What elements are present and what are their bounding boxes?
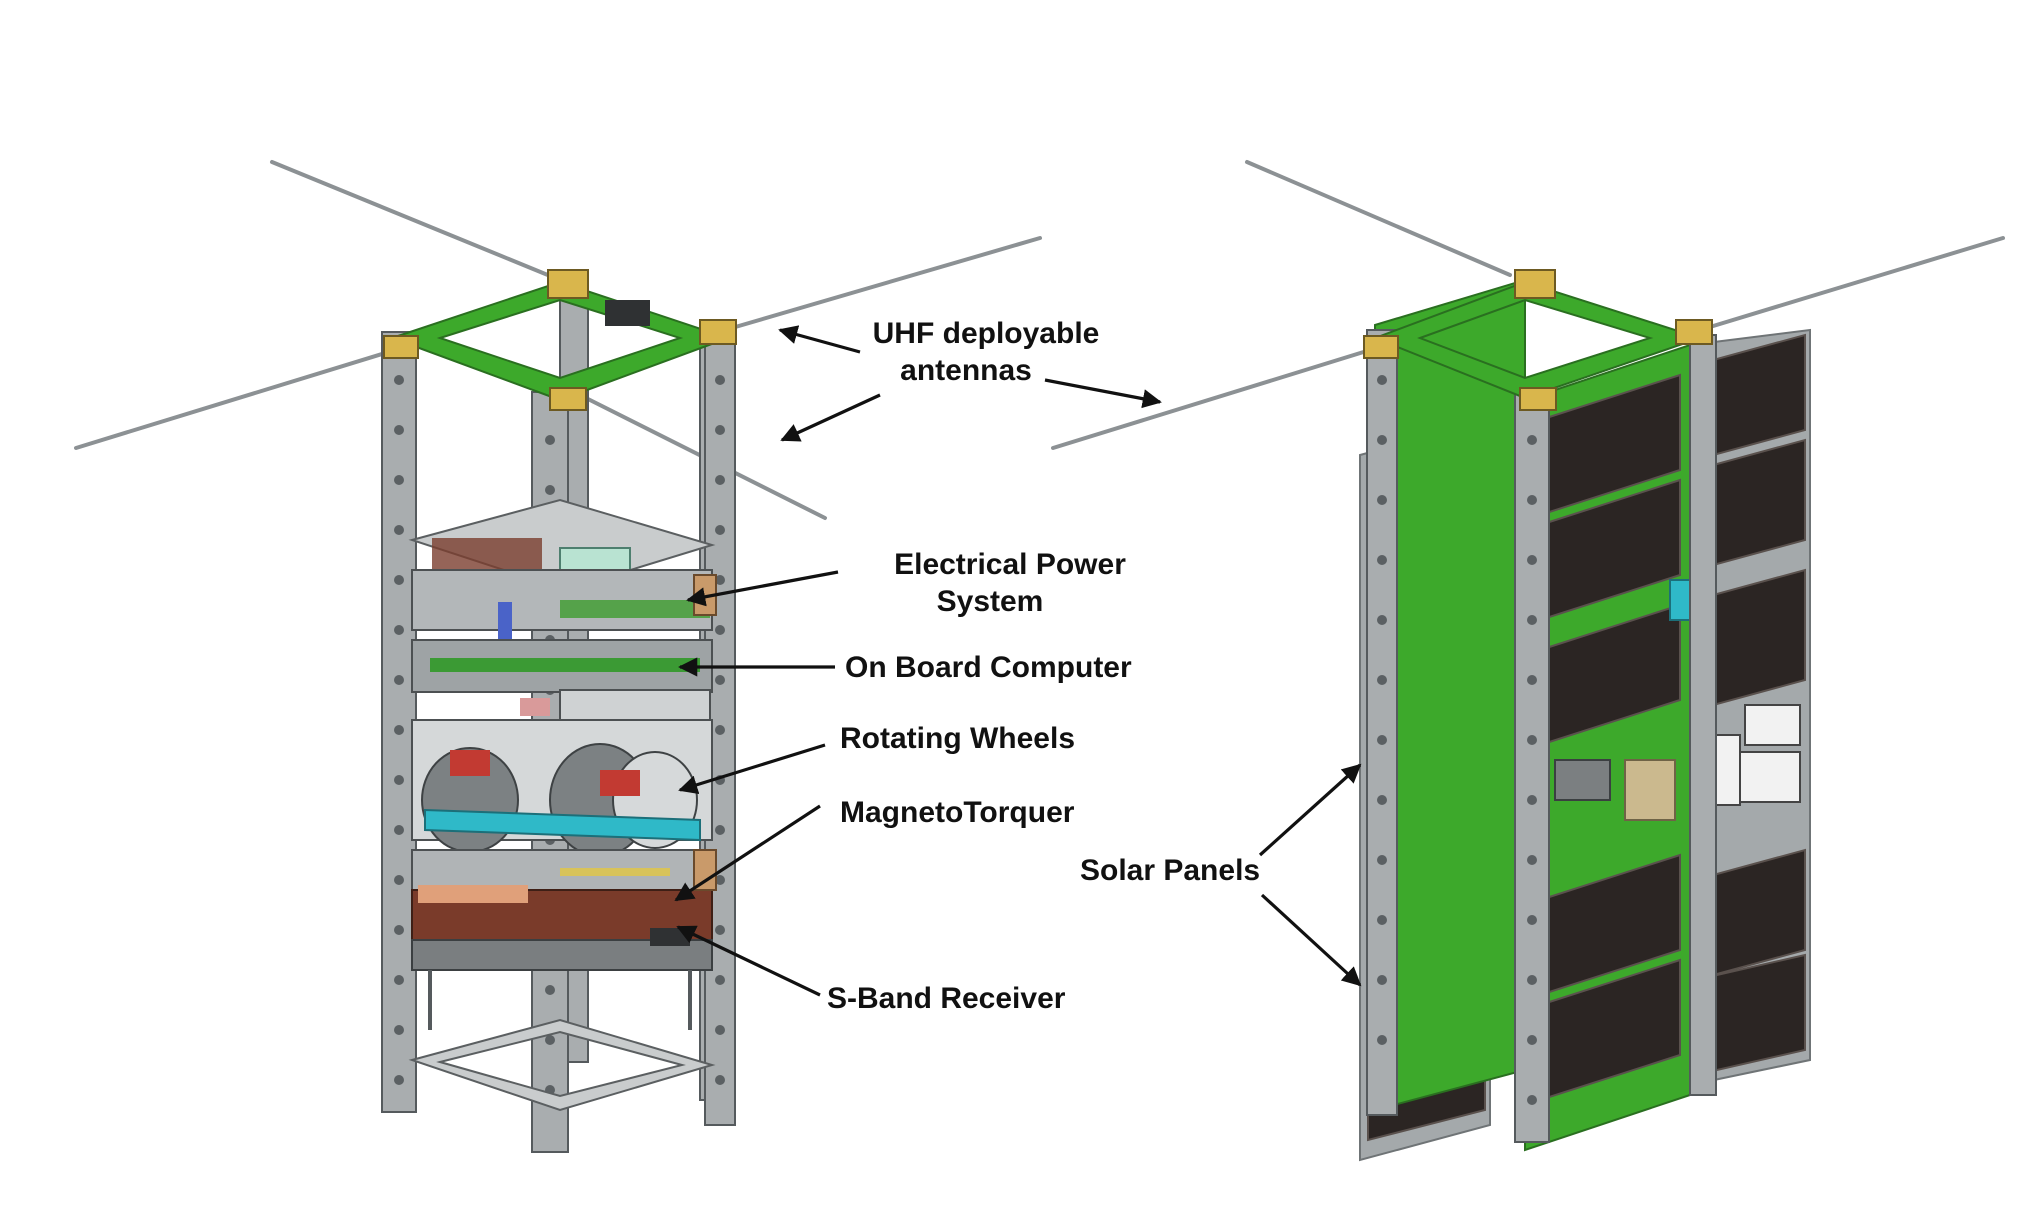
arrow-magnetorquer xyxy=(674,804,821,902)
left-uhf-antennas xyxy=(74,160,1042,520)
arrow-uhf-right xyxy=(1044,378,1162,409)
open-frame-cubesat xyxy=(74,160,1042,1153)
arrow-uhf-up xyxy=(778,325,861,354)
arrow-wheels xyxy=(678,743,826,795)
label-rotating-wheels: Rotating Wheels xyxy=(840,722,1075,755)
arrow-solar-up xyxy=(1258,763,1362,857)
label-obc: On Board Computer xyxy=(845,651,1132,684)
arrow-uhf-down xyxy=(780,393,881,442)
arrow-sband xyxy=(676,925,821,997)
electrical-power-system xyxy=(408,498,717,650)
label-uhf-line2: antennas xyxy=(900,354,1032,387)
label-eps-line2: System xyxy=(937,585,1044,618)
label-solar-panels: Solar Panels xyxy=(1080,854,1260,887)
right-rail-holes xyxy=(1377,375,1537,1105)
s-band-receiver xyxy=(411,928,713,1030)
callout-arrows xyxy=(674,325,1362,997)
label-uhf-line1: UHF deployable xyxy=(873,317,1100,350)
arrow-eps xyxy=(686,570,839,607)
closed-cubesat xyxy=(1051,160,2005,1162)
arrow-solar-down xyxy=(1260,893,1362,987)
left-front-rail xyxy=(381,331,417,1113)
label-eps-line1: Electrical Power xyxy=(894,548,1126,581)
label-s-band-receiver: S-Band Receiver xyxy=(827,982,1066,1015)
on-board-computer xyxy=(411,639,713,721)
rotating-wheels xyxy=(411,719,713,857)
label-magnetorquer: MagnetoTorquer xyxy=(840,796,1075,829)
magnetorquer xyxy=(411,849,717,941)
callout-labels: UHF deployable antennas Electrical Power… xyxy=(827,317,1260,1015)
